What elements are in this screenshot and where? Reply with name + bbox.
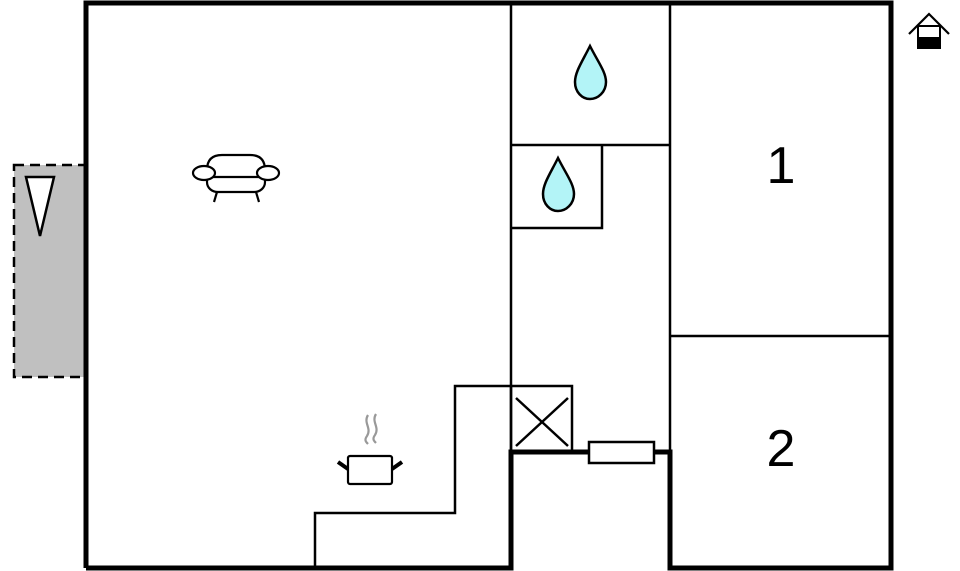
room-label-bedroom-1: 1 (766, 137, 796, 195)
outer-walls (83, 0, 894, 571)
terrace (12, 163, 87, 379)
crossed-box-icon (509, 384, 574, 454)
interior-walls (313, 3, 891, 568)
room-label-bedroom-2: 2 (766, 420, 796, 478)
water-drop-icon (573, 43, 608, 101)
house-icon (908, 12, 950, 49)
triangle-icon (24, 175, 56, 237)
water-drop-icon (541, 155, 576, 213)
sofa-icon (191, 153, 281, 203)
radiator-icon (587, 440, 656, 465)
cooking-pot-icon (336, 413, 404, 486)
